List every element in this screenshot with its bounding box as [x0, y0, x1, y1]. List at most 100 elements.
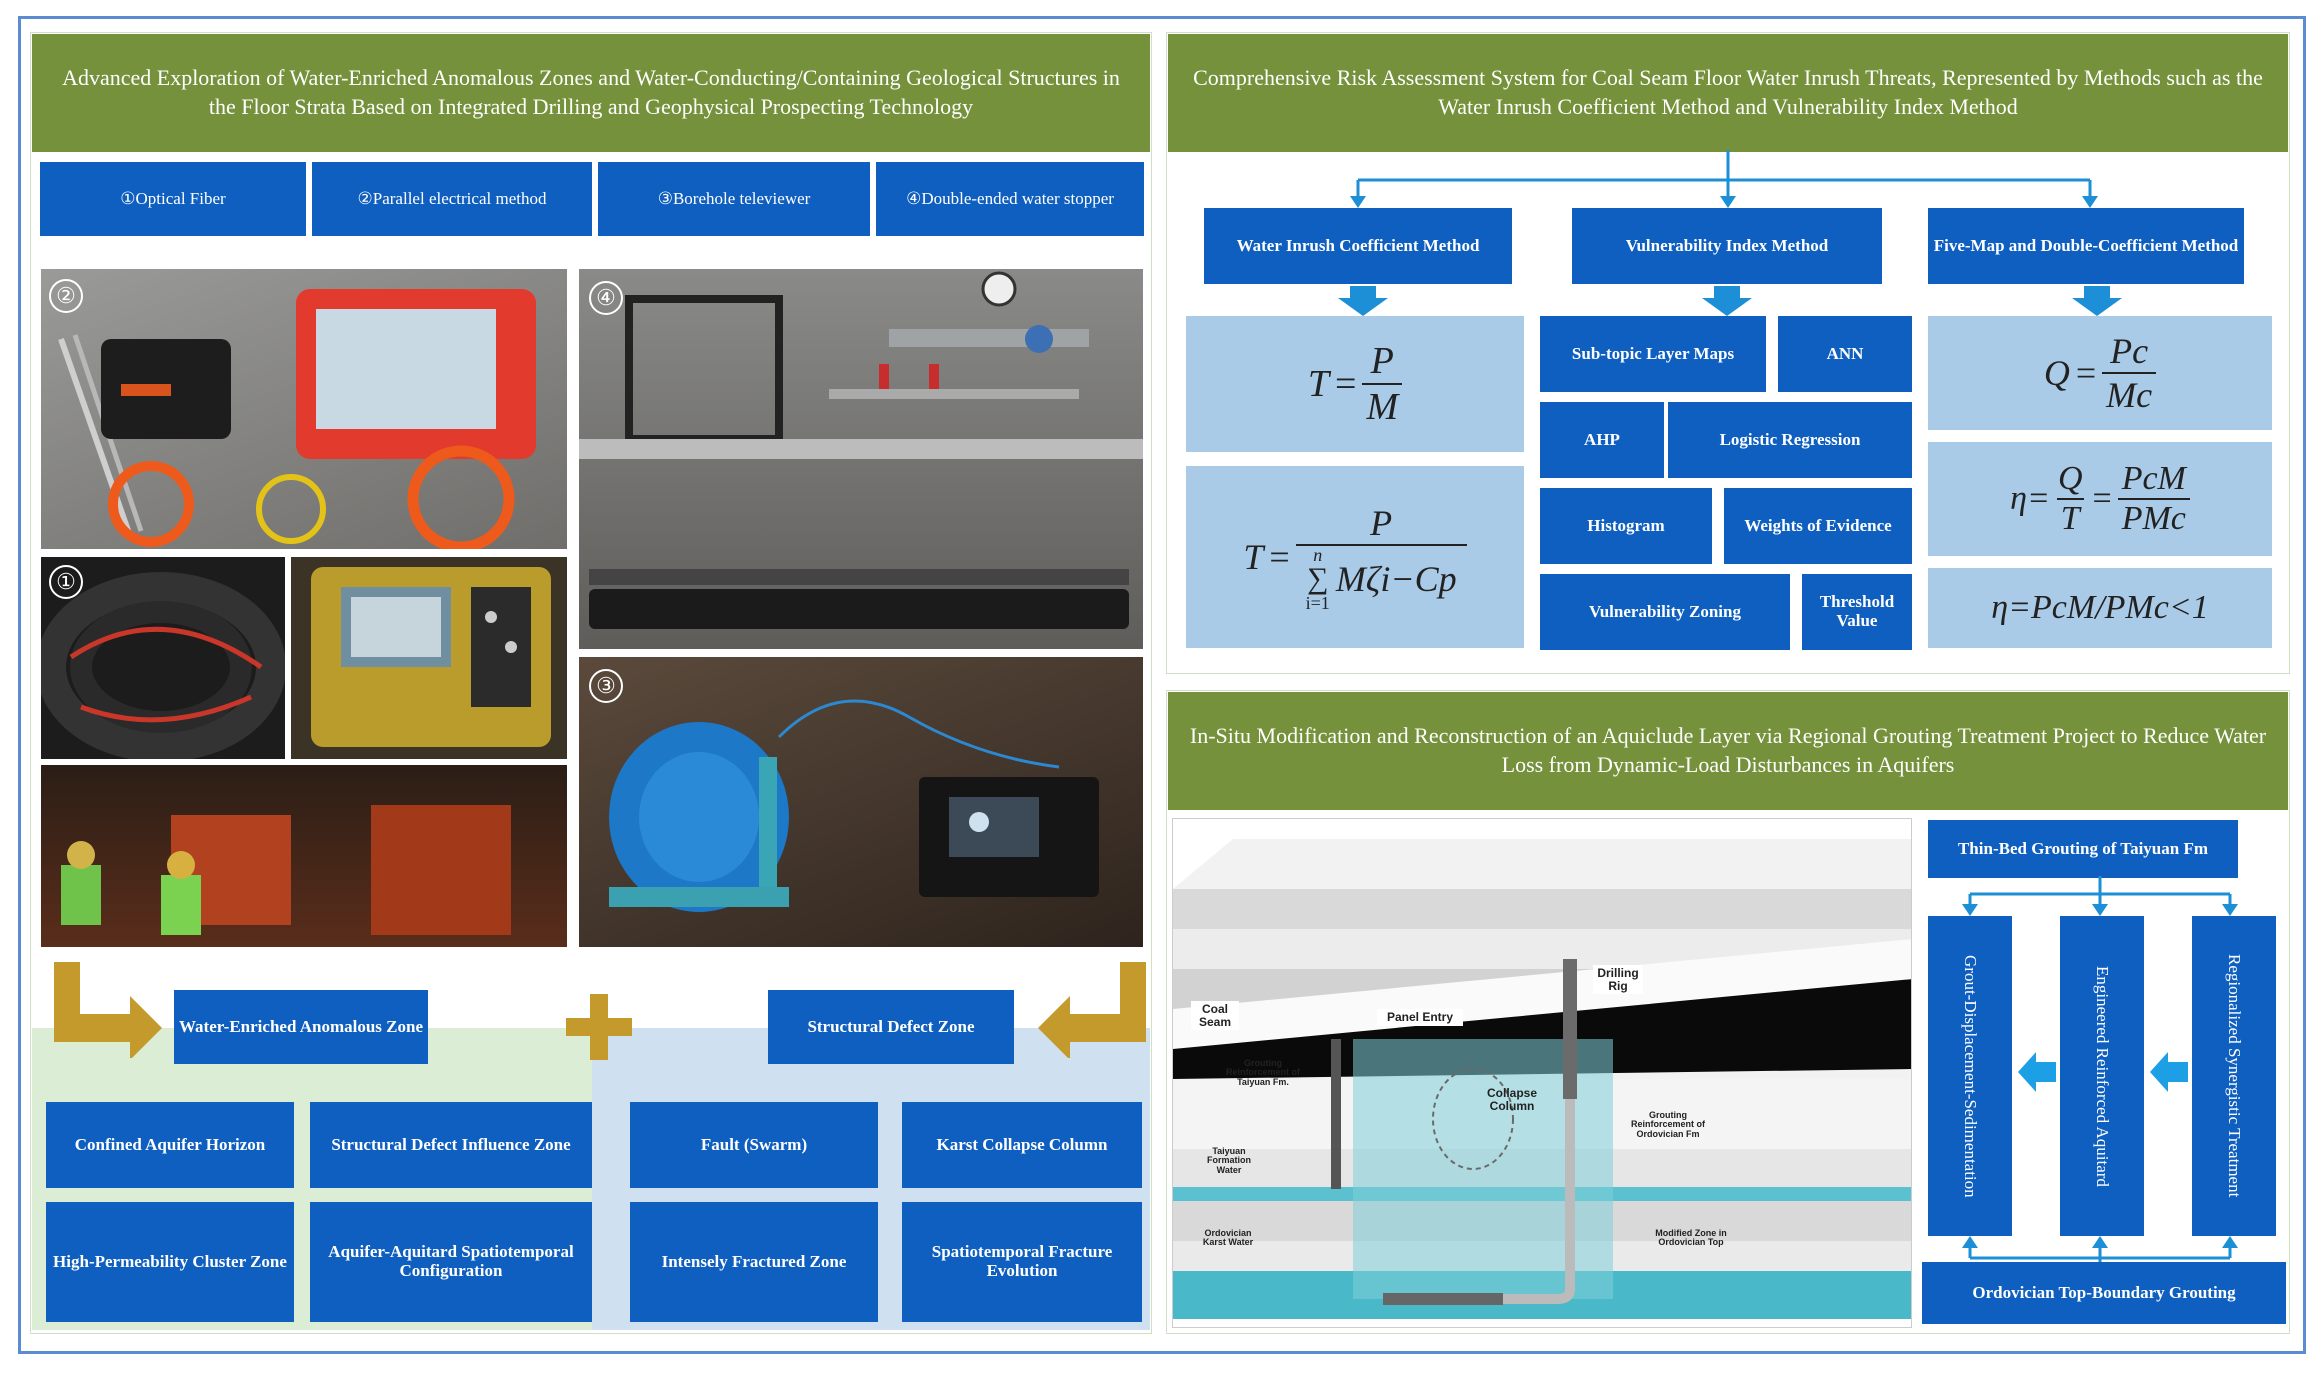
- formula-t2-bottom: i=1: [1305, 593, 1330, 613]
- arrow-left-1: [2018, 1052, 2056, 1092]
- right-gold-arrow: [1038, 962, 1146, 1058]
- formula-t2-sum: ∑: [1307, 562, 1329, 595]
- five-map-double-coefficient-method: Five-Map and Double-Coefficient Method: [1928, 208, 2244, 284]
- photo-fiber-analyzer: [290, 556, 568, 760]
- analyzer-illustration: [311, 567, 551, 747]
- grout-bottom-connectors: [1962, 1236, 2238, 1276]
- photo-parallel-electrical: ②: [40, 268, 568, 550]
- intensely-fractured-zone: Intensely Fractured Zone: [630, 1202, 878, 1322]
- marker-2: ②: [49, 279, 83, 313]
- formula-eta-d2: PMc: [2117, 498, 2190, 538]
- vertical-label-2: Engineered Reinforced Aquitard: [2093, 965, 2112, 1187]
- electrical-instrument-illustration: [58, 289, 536, 549]
- photo-optical-fiber-cable: ①: [40, 556, 286, 760]
- formula-q-num: Pc: [2110, 331, 2149, 371]
- formula-eta-eq: =: [2092, 480, 2112, 517]
- thin-bed-grouting-taiyuan: Thin-Bed Grouting of Taiyuan Fm: [1928, 820, 2238, 878]
- ordovician-top-boundary-grouting: Ordovician Top-Boundary Grouting: [1922, 1262, 2286, 1324]
- left-section-outline: [30, 32, 1152, 1334]
- aquifer-aquitard-configuration: Aquifer-Aquitard Spatiotemporal Configur…: [310, 1202, 592, 1322]
- vi-ann: ANN: [1778, 316, 1912, 392]
- vertical-label-3: Regionalized Synergistic Treatment: [2225, 954, 2244, 1198]
- structural-defect-influence-zone: Structural Defect Influence Zone: [310, 1102, 592, 1188]
- engineered-reinforced-aquitard: Engineered Reinforced Aquitard: [2060, 916, 2144, 1236]
- photo-water-stopper: ④: [578, 268, 1144, 650]
- method-parallel-electrical: ②Parallel electrical method: [312, 162, 592, 236]
- risk-section-outline: [1166, 32, 2290, 674]
- geological-block-diagram: Coal Seam Panel Entry Drilling Rig Colla…: [1172, 818, 1912, 1328]
- label-grout-ordovician: Grouting Reinforcement of Ordovician Fm: [1630, 1110, 1705, 1139]
- formula-t1-eq: =: [1335, 363, 1357, 405]
- formula-t1-num: P: [1370, 340, 1394, 382]
- risk-header: Comprehensive Risk Assessment System for…: [1168, 34, 2288, 152]
- formula-q-lhs: Q: [2043, 353, 2070, 393]
- drilling-scene-illustration: [61, 805, 511, 935]
- regionalized-synergistic-treatment: Regionalized Synergistic Treatment: [2192, 916, 2276, 1236]
- televiewer-illustration: [609, 699, 1099, 912]
- grout-top-connectors: [1962, 876, 2238, 916]
- method-optical-fiber: ①Optical Fiber: [40, 162, 306, 236]
- label-drilling-rig: Drilling Rig: [1593, 965, 1643, 995]
- grout-header: In-Situ Modification and Reconstruction …: [1168, 692, 2288, 810]
- vertical-label-1: Grout-Displacement-Sedimentation: [1961, 954, 1980, 1198]
- formula-t2-body: Mζi−Cp: [1335, 559, 1457, 599]
- risk-connector-arrows: [1350, 150, 2098, 208]
- grout-section-outline: [1166, 690, 2290, 1334]
- arrow-left-2: [2150, 1052, 2188, 1092]
- formula-eta-condition: η=PcM/PMc<1: [1928, 568, 2272, 648]
- formula-eta-lhs: η=: [2010, 480, 2050, 517]
- vulnerability-index-method: Vulnerability Index Method: [1572, 208, 1882, 284]
- vi-vulnerability-zoning: Vulnerability Zoning: [1540, 574, 1790, 650]
- confined-aquifer-horizon: Confined Aquifer Horizon: [46, 1102, 294, 1188]
- label-modified-zone: Modified Zone in Ordovician Top: [1655, 1228, 1727, 1248]
- formula-t-extended: T = P n ∑ i=1 Mζi−Cp: [1186, 466, 1524, 648]
- label-collapse-column: Collapse Column: [1486, 1086, 1537, 1113]
- vi-ahp: AHP: [1540, 402, 1664, 478]
- photo-borehole-televiewer: ③: [578, 656, 1144, 948]
- marker-3: ③: [589, 669, 623, 703]
- water-zone-title: Water-Enriched Anomalous Zone: [174, 990, 428, 1064]
- spatiotemporal-fracture-evolution: Spatiotemporal Fracture Evolution: [902, 1202, 1142, 1322]
- arrow-down-col2: [1702, 286, 1752, 316]
- vi-threshold-value: Threshold Value: [1802, 574, 1912, 650]
- geology-illustration: [1173, 839, 1911, 1319]
- vi-logistic-regression: Logistic Regression: [1668, 402, 1912, 478]
- formula-t1-lhs: T: [1307, 363, 1330, 405]
- method-water-stopper: ④Double-ended water stopper: [876, 162, 1144, 236]
- formula-eta-n2: PcM: [2121, 460, 2186, 497]
- defect-zone-title: Structural Defect Zone: [768, 990, 1014, 1064]
- formula-q-den: Mc: [2102, 372, 2157, 416]
- fiber-coil-illustration: [41, 572, 285, 759]
- formula-t2-top: n: [1313, 545, 1323, 565]
- arrow-down-col1: [1338, 286, 1388, 316]
- label-taiyuan-water: Taiyuan Formation Water: [1207, 1146, 1251, 1175]
- water-inrush-coefficient-method: Water Inrush Coefficient Method: [1204, 208, 1512, 284]
- label-panel-entry: Panel Entry: [1377, 1009, 1463, 1026]
- method-borehole-televiewer: ③Borehole televiewer: [598, 162, 870, 236]
- label-coal-seam: Coal Seam: [1191, 1001, 1239, 1031]
- left-header: Advanced Exploration of Water-Enriched A…: [32, 34, 1150, 152]
- formula-t2-eq: =: [1269, 537, 1290, 577]
- formula-t2-num: P: [1370, 503, 1393, 543]
- formula-t1-den: M: [1362, 383, 1403, 429]
- karst-collapse-column: Karst Collapse Column: [902, 1102, 1142, 1188]
- figure-frame: [18, 16, 2306, 1354]
- label-ordovician-water: Ordovician Karst Water: [1202, 1228, 1254, 1248]
- photo-underground-drilling: [40, 764, 568, 948]
- vi-sub-topic-layer-maps: Sub-topic Layer Maps: [1540, 316, 1766, 392]
- label-grout-taiyuan: Grouting Reinforcement of Taiyuan Fm.: [1225, 1058, 1300, 1087]
- marker-4: ④: [589, 281, 623, 315]
- formula-t2-lhs: T: [1243, 537, 1264, 577]
- vi-histogram: Histogram: [1540, 488, 1712, 564]
- formula-q-eq: =: [2075, 353, 2097, 393]
- grout-displacement-sedimentation: Grout-Displacement-Sedimentation: [1928, 916, 2012, 1236]
- marker-1: ①: [49, 565, 83, 599]
- formula-eta-d1: T: [2056, 498, 2084, 538]
- formula-eta-n1: Q: [2057, 460, 2083, 497]
- plus-icon: [566, 994, 632, 1060]
- vi-weights-of-evidence: Weights of Evidence: [1724, 488, 1912, 564]
- fault-swarm: Fault (Swarm): [630, 1102, 878, 1188]
